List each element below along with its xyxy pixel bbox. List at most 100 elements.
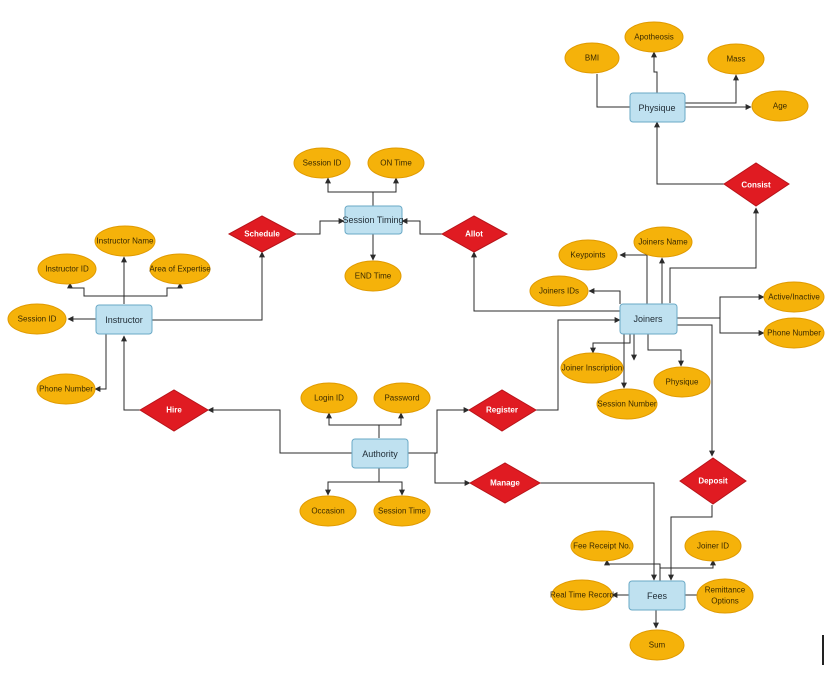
attribute-login-id[interactable]: Login ID: [300, 382, 358, 414]
edge-authority-hire: [207, 407, 352, 454]
attribute-label: Active/Inactive: [768, 293, 820, 302]
edge-auth-sessiontime: [378, 468, 405, 496]
attribute-label: Area of Expertise: [149, 265, 211, 274]
relationship-label: Consist: [741, 181, 771, 190]
attribute-label: BMI: [585, 54, 599, 63]
attribute-keypoints[interactable]: Keypoints: [558, 239, 618, 271]
edge-fees-joinerid: [659, 559, 716, 582]
relationship-deposit[interactable]: Deposit: [679, 457, 747, 505]
edges: [67, 51, 765, 629]
attribute-sum[interactable]: Sum: [629, 629, 685, 661]
attribute-label-line-2: Options: [711, 597, 739, 606]
attribute-label: Joiners Name: [638, 238, 688, 247]
relationship-allot[interactable]: Allot: [440, 215, 509, 253]
edge-auth-login: [326, 412, 380, 438]
edge-j-inscription: [590, 334, 631, 354]
edge-physique-apotheosis: [651, 51, 658, 93]
attribute-label: Age: [773, 102, 788, 111]
attribute-label: Session ID: [303, 159, 342, 168]
edge-hire-instructor: [121, 335, 140, 411]
attribute-label-line-1: Remittance: [705, 586, 746, 595]
attribute-label: Instructor ID: [45, 265, 89, 274]
attribute-ins-session-id[interactable]: Session ID: [7, 303, 67, 335]
entity-fees[interactable]: Fees: [628, 580, 686, 611]
attribute-label: Instructor Name: [97, 237, 154, 246]
entity-label: Authority: [362, 449, 398, 459]
edge-ins-area: [124, 282, 183, 297]
edge-ins-phone: [94, 334, 107, 392]
attribute-occasion[interactable]: Occasion: [299, 495, 357, 527]
edge-fees-receipt: [604, 559, 661, 582]
edge-j-active: [677, 294, 765, 319]
attribute-bmi[interactable]: BMI: [564, 42, 620, 74]
attribute-apotheosis[interactable]: Apotheosis: [624, 21, 684, 53]
edge-st-ontime: [372, 177, 399, 206]
edge-j-phone: [677, 317, 765, 336]
relationship-label: Register: [486, 406, 518, 415]
edge-instructor-schedule: [152, 251, 265, 321]
relationship-label: Manage: [490, 479, 520, 488]
entity-label: Instructor: [105, 315, 143, 325]
edge-consist-physique: [654, 121, 725, 185]
relationship-consist[interactable]: Consist: [723, 162, 790, 207]
relationship-label: Deposit: [698, 477, 728, 486]
edge-register-joiners: [536, 317, 621, 411]
attribute-joiners-name[interactable]: Joiners Name: [633, 226, 693, 258]
relationship-schedule[interactable]: Schedule: [227, 215, 298, 253]
attribute-instructor-name[interactable]: Instructor Name: [94, 225, 156, 257]
attribute-area-of-expertise[interactable]: Area of Expertise: [149, 253, 211, 285]
attribute-end-time[interactable]: END Time: [344, 260, 402, 292]
attribute-age[interactable]: Age: [751, 90, 809, 122]
attribute-active-inactive[interactable]: Active/Inactive: [763, 281, 825, 313]
entity-session-timing[interactable]: Session Timing: [342, 205, 404, 235]
edge-joiners-allot: [471, 251, 620, 312]
attribute-label: END Time: [355, 272, 392, 281]
entity-joiners[interactable]: Joiners: [619, 303, 678, 335]
attribute-st-session-id[interactable]: Session ID: [293, 147, 351, 179]
attribute-mass[interactable]: Mass: [707, 43, 765, 75]
edge-j-keypoints: [619, 252, 648, 304]
attribute-label: Login ID: [314, 394, 344, 403]
attribute-j-physique[interactable]: Physique: [653, 366, 711, 398]
attribute-joiner-inscription[interactable]: Joiner Inscription: [560, 352, 624, 384]
attribute-session-time[interactable]: Session Time: [373, 495, 431, 527]
attribute-session-number[interactable]: Session Number: [596, 388, 658, 420]
attribute-label: Mass: [726, 55, 745, 64]
edge-allot-st: [401, 218, 442, 235]
attribute-real-time-record[interactable]: Real Time Record: [550, 579, 614, 611]
edge-authority-register: [408, 407, 470, 454]
entity-physique[interactable]: Physique: [629, 92, 686, 123]
edge-deposit-fees: [668, 505, 713, 581]
relationship-hire[interactable]: Hire: [139, 389, 209, 432]
entity-instructor[interactable]: Instructor: [95, 304, 153, 335]
edge-physique-bmi: [596, 74, 630, 108]
edge-physique-mass: [685, 74, 739, 104]
attribute-j-phone-number[interactable]: Phone Number: [763, 317, 825, 349]
relationship-label: Allot: [465, 230, 483, 239]
edge-j-physique: [647, 334, 684, 367]
attribute-fee-receipt-no[interactable]: Fee Receipt No.: [570, 530, 634, 562]
edge-manage-fees: [539, 482, 657, 581]
edge-authority-manage: [408, 452, 471, 486]
attribute-instructor-id[interactable]: Instructor ID: [37, 253, 97, 285]
attribute-label: Sum: [649, 641, 666, 650]
edge-j-ids: [588, 288, 621, 304]
attribute-label: Password: [384, 394, 419, 403]
entity-label: Joiners: [633, 314, 663, 324]
attribute-joiners-ids[interactable]: Joiners IDs: [529, 275, 589, 307]
attribute-on-time[interactable]: ON Time: [367, 147, 425, 179]
attribute-label: Session Time: [378, 507, 427, 516]
attribute-label: Phone Number: [39, 385, 93, 394]
attribute-label: Apotheosis: [634, 33, 674, 42]
edge-schedule-st: [296, 218, 345, 235]
attribute-password[interactable]: Password: [373, 382, 431, 414]
attribute-remittance-options[interactable]: Remittance Options: [696, 578, 754, 614]
attribute-ins-phone-number[interactable]: Phone Number: [36, 373, 96, 405]
attribute-label: Session Number: [597, 400, 656, 409]
relationship-manage[interactable]: Manage: [468, 462, 542, 504]
attribute-label: Fee Receipt No.: [573, 542, 631, 551]
edge-joiners-consist: [669, 207, 759, 303]
attribute-joiner-id[interactable]: Joiner ID: [684, 530, 742, 562]
relationship-register[interactable]: Register: [468, 389, 537, 432]
entity-authority[interactable]: Authority: [351, 438, 409, 469]
